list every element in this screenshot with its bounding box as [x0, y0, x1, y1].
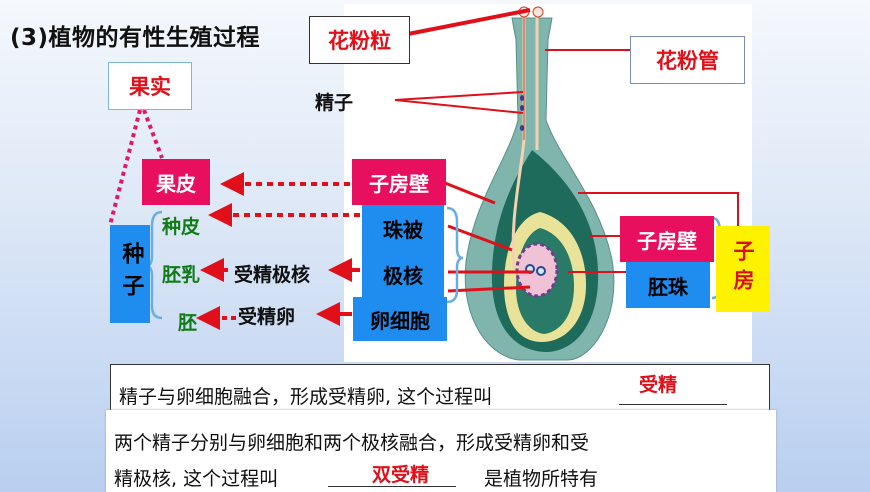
double-fertilization-blank: 双受精: [328, 464, 456, 487]
pollen-grain-label: 花粉粒: [309, 16, 410, 64]
egg-cell-label: 卵细胞: [353, 297, 447, 341]
pericarp-label: 果皮: [142, 159, 210, 205]
fertilization-text: 精子与卵细胞融合，形成受精卵, 这个过程叫: [119, 386, 493, 408]
double-fertilization-answer: 双受精: [372, 464, 430, 486]
integument-label: 珠被: [362, 205, 444, 251]
double-fertilization-line1: 两个精子分别与卵细胞和两个极核融合，形成受精卵和受: [114, 432, 590, 454]
label-connectors: [394, 8, 739, 293]
ovary-wall-label-left: 子房壁: [352, 159, 446, 205]
pollen-tube-label: 花粉管: [630, 36, 745, 84]
ovule-brace: [446, 206, 464, 304]
endosperm-label: 胚乳: [162, 264, 201, 286]
seed-text: 种子: [118, 242, 144, 306]
ovule-label: 胚珠: [626, 262, 710, 308]
fertilization-blank: 受精: [619, 374, 727, 405]
double-fertilization-suffix: 是植物所特有: [484, 468, 599, 490]
dotted-arrows: [196, 172, 360, 330]
seed-coat-label: 种皮: [162, 216, 201, 238]
slide-title: (3)植物的有性生殖过程: [10, 25, 261, 51]
fertilized-egg-label: 受精卵: [238, 306, 296, 328]
embryo-label: 胚: [178, 312, 198, 334]
ovary-text: 子房: [731, 240, 755, 298]
fruit-links: [108, 109, 164, 226]
sperm-label: 精子: [315, 92, 354, 114]
fertilization-statement: 精子与卵细胞融合，形成受精卵, 这个过程叫 受精: [110, 364, 770, 412]
seed-label: 种子: [110, 225, 150, 323]
double-fertilization-statement: 两个精子分别与卵细胞和两个极核融合，形成受精卵和受 精极核, 这个过程叫 双受精…: [106, 410, 776, 492]
polar-nuclei-label: 极核: [362, 251, 444, 297]
pistil-drawing: [464, 6, 615, 361]
fertilization-answer: 受精: [639, 374, 678, 396]
double-fertilization-line2-prefix: 精极核, 这个过程叫: [114, 468, 279, 490]
fertilized-polar-nuclei-label: 受精极核: [234, 264, 311, 286]
fruit-label: 果实: [108, 62, 192, 110]
ovary-label: 子房: [716, 226, 770, 312]
ovary-wall-label-right: 子房壁: [620, 216, 714, 262]
